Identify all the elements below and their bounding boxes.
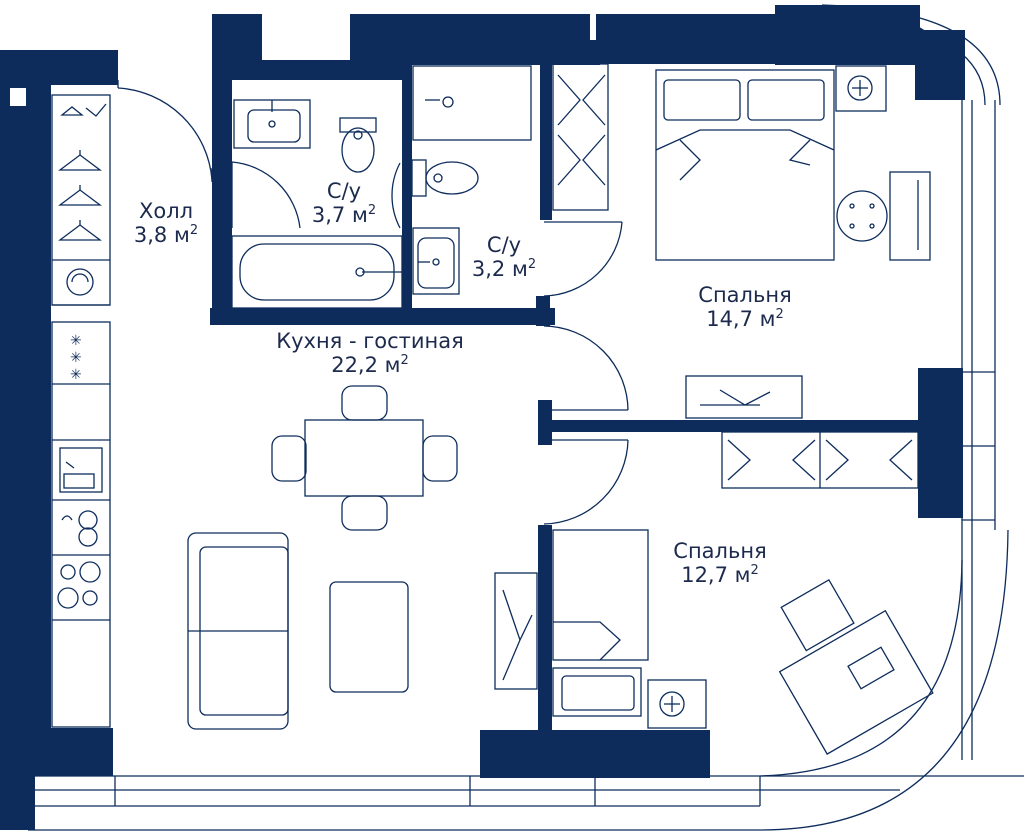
wardrobe-icon bbox=[721, 431, 919, 489]
room-label-bedroom1: Спальня 14,7 м2 bbox=[680, 283, 810, 331]
room-label-hall: Холл 3,8 м2 bbox=[120, 199, 212, 247]
laptop-icon bbox=[847, 646, 895, 690]
bath2-fixtures bbox=[412, 65, 532, 141]
room-label-bedroom2: Спальня 12,7 м2 bbox=[655, 539, 785, 587]
sofa-icon bbox=[187, 532, 289, 730]
svg-text:✳: ✳ bbox=[70, 332, 82, 348]
bathtub-icon bbox=[231, 235, 403, 309]
room-area: 3,7 м2 bbox=[311, 202, 377, 227]
door-swing-icon bbox=[117, 80, 629, 525]
desk-icon bbox=[778, 578, 934, 755]
washing-machine-icon bbox=[66, 268, 94, 296]
room-area: 12,7 м2 bbox=[681, 562, 759, 587]
room-label-bath2: С/у 3,2 м2 bbox=[458, 233, 550, 281]
nightstand-icon bbox=[835, 65, 887, 112]
svg-text:✳: ✳ bbox=[70, 366, 82, 382]
tv-console-icon bbox=[494, 572, 538, 690]
toilet-icon bbox=[411, 159, 479, 197]
dishwasher-icon bbox=[61, 510, 98, 547]
room-name: Холл bbox=[138, 199, 194, 223]
hanger-icon bbox=[58, 103, 107, 241]
bath1-fixtures bbox=[233, 99, 311, 149]
coffee-table-icon bbox=[329, 581, 409, 693]
room-area: 3,2 м2 bbox=[471, 256, 537, 281]
room-name: Спальня bbox=[673, 539, 767, 563]
wardrobe-icon bbox=[552, 63, 609, 211]
hall-wardrobe bbox=[51, 94, 111, 306]
room-label-bath1: С/у 3,7 м2 bbox=[298, 179, 390, 227]
svg-text:✳: ✳ bbox=[70, 349, 82, 365]
sink-icon bbox=[412, 227, 460, 295]
room-area: 3,8 м2 bbox=[133, 222, 199, 247]
room-name: Кухня - гостиная bbox=[276, 329, 464, 353]
sink-icon bbox=[59, 447, 103, 493]
bed-icon bbox=[655, 69, 835, 261]
dresser-icon bbox=[889, 171, 931, 261]
room-area: 22,2 м2 bbox=[331, 352, 409, 377]
bed-icon bbox=[552, 529, 649, 661]
dining-table-icon bbox=[271, 385, 458, 531]
kitchen-counter bbox=[51, 321, 111, 728]
window-glazing bbox=[27, 4, 1024, 831]
nightstand-icon bbox=[552, 667, 707, 729]
room-area: 14,7 м2 bbox=[706, 306, 784, 331]
room-name: С/у bbox=[326, 179, 362, 203]
cooktop-icon: ✳ ✳ ✳ bbox=[70, 332, 82, 382]
tv-console-icon bbox=[685, 375, 803, 419]
room-name: Спальня bbox=[698, 283, 792, 307]
stool-icon bbox=[836, 190, 888, 242]
stove-burners-icon bbox=[57, 561, 101, 609]
room-label-living: Кухня - гостиная 22,2 м2 bbox=[240, 329, 500, 377]
toilet-icon bbox=[339, 117, 377, 173]
room-name: С/у bbox=[486, 233, 522, 257]
walls bbox=[0, 5, 965, 830]
